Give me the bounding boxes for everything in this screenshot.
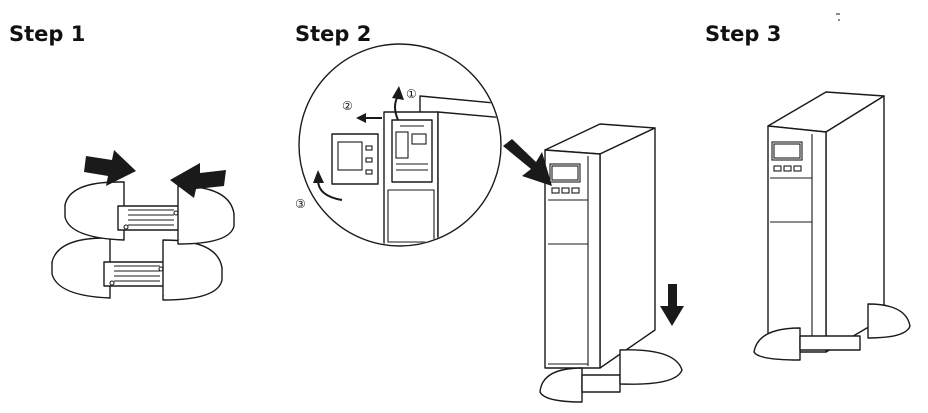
callout-3: ③ xyxy=(295,197,306,211)
stand-base-upper xyxy=(64,181,235,245)
down-arrow-icon xyxy=(660,284,684,326)
push-left-arrow-icon xyxy=(170,163,226,198)
callout-2: ② xyxy=(342,99,353,113)
callout-1: ① xyxy=(406,87,417,101)
step-1-title: Step 1 xyxy=(9,22,86,46)
step-2-title: Step 2 xyxy=(295,22,372,46)
push-right-arrow-icon xyxy=(84,150,136,186)
step-3-title: Step 3 xyxy=(705,22,782,46)
pull-left-arrow-icon xyxy=(356,113,366,123)
pointer-arrow-icon xyxy=(503,139,552,186)
step3-illustration xyxy=(753,13,911,361)
stand-base-lower xyxy=(51,237,223,301)
step2-illustration: ① ② ③ xyxy=(295,43,684,403)
lift-up-arrow-icon xyxy=(392,86,404,100)
step1-illustration xyxy=(51,150,235,301)
rotate-arrow-icon xyxy=(313,170,324,183)
tower-ups-step2 xyxy=(539,123,683,403)
